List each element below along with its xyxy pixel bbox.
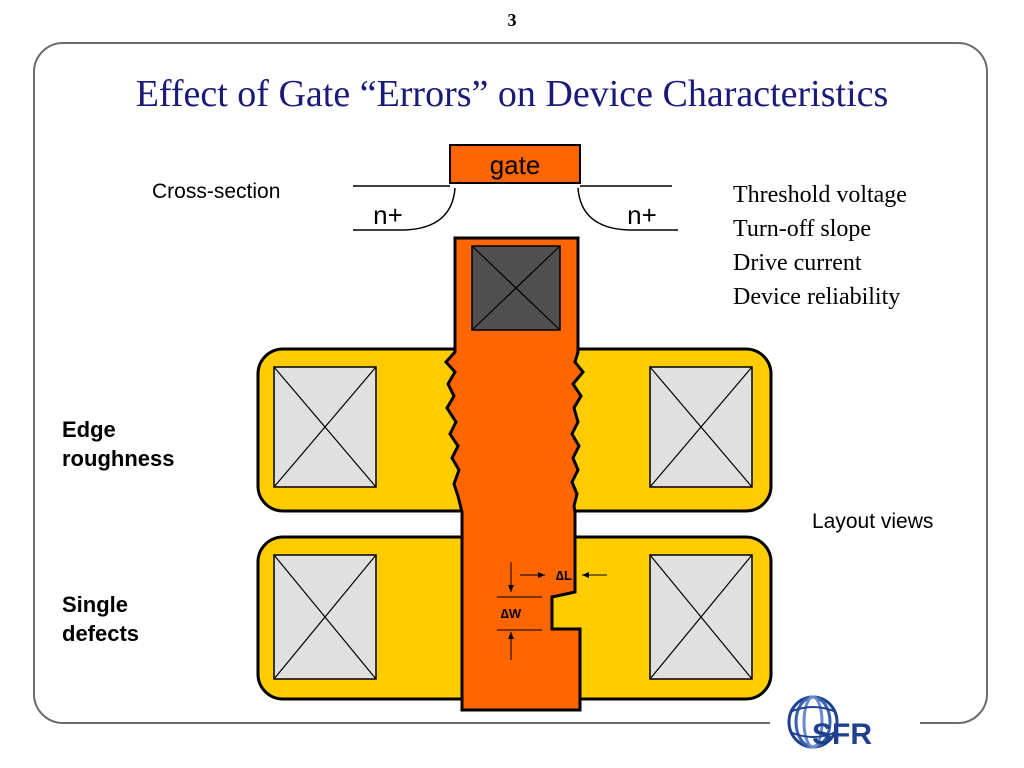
gate-label: gate <box>490 150 541 180</box>
edge-roughness-line: Edge <box>62 417 116 442</box>
delta-w-annotation: ∆W <box>497 562 542 660</box>
logo-swirl-icon <box>787 695 839 749</box>
slide-title: Effect of Gate “Errors” on Device Charac… <box>135 73 889 115</box>
characteristic-item: Turn-off slope <box>733 216 872 242</box>
characteristic-item: Drive current <box>733 250 862 276</box>
single-defects-line: Single <box>62 592 129 617</box>
sfr-logo: SFR <box>787 695 872 751</box>
delta-l-annotation: ∆L <box>520 568 607 583</box>
characteristic-item: Device reliability <box>733 284 901 310</box>
single-defects-line: defects <box>62 621 140 646</box>
delta-l-label: ∆L <box>556 568 572 583</box>
drain-label: n+ <box>627 200 657 230</box>
gate-layout <box>443 236 585 712</box>
edge-roughness-label: Edge roughness <box>62 415 174 473</box>
characteristic-item: Threshold voltage <box>733 182 907 208</box>
delta-w-label: ∆W <box>501 606 522 621</box>
source-junction <box>353 187 456 231</box>
cross-section-diagram: gate n+ n+ <box>353 144 678 231</box>
logo-text: SFR <box>812 718 872 751</box>
contact-top-left <box>273 366 377 488</box>
contact-top-right <box>649 366 753 488</box>
gate-contact <box>471 245 561 331</box>
cross-section-label: Cross-section <box>152 180 281 203</box>
contact-bottom-right <box>649 554 753 680</box>
contacts <box>273 366 753 680</box>
edge-roughness-line: roughness <box>62 446 175 471</box>
slide-frame <box>33 42 988 724</box>
gate-cross-section <box>449 144 581 184</box>
source-label: n+ <box>373 200 403 230</box>
frame-logo-gap <box>770 712 920 732</box>
contact-bottom-left <box>273 554 377 680</box>
drain-junction <box>577 187 678 231</box>
layout-views-label: Layout views <box>812 510 934 533</box>
characteristics-list: Threshold voltage Turn-off slope Drive c… <box>733 178 907 314</box>
page-number: 3 <box>507 10 517 30</box>
single-defects-label: Single defects <box>62 590 139 648</box>
